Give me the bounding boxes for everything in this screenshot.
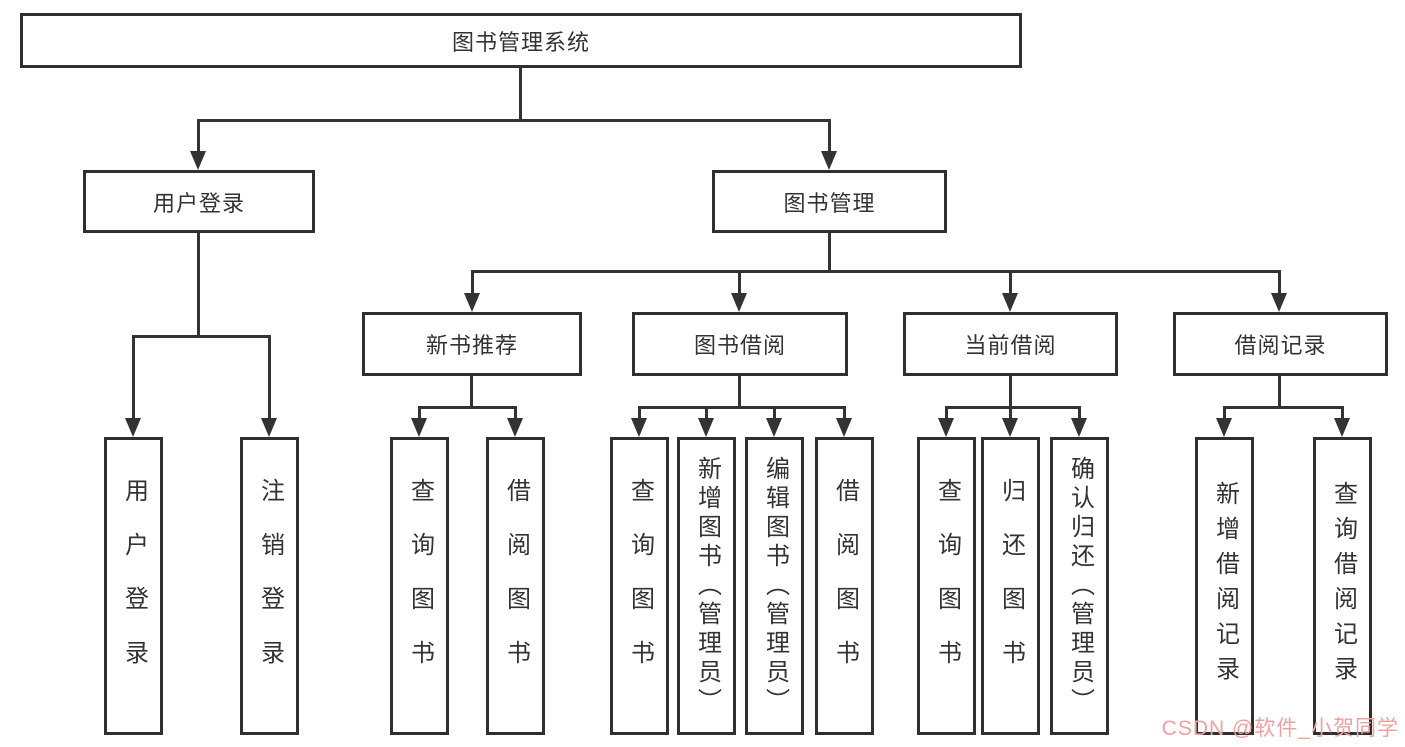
node-book-borrow-label: 图书借阅: [693, 333, 786, 358]
arrow-down-icon: [1002, 293, 1018, 312]
arrow-down-icon: [125, 418, 141, 437]
leaf-add-borrow-record-label: 新增借阅记录: [1211, 481, 1239, 691]
leaf-return-books: 归还图书: [981, 437, 1040, 735]
leaf-query-books-recommend-label: 查询图书: [406, 478, 434, 694]
arrow-down-icon: [1002, 418, 1018, 437]
leaf-borrow-books-recommend: 借阅图书: [486, 437, 545, 735]
connector-vline: [705, 406, 708, 419]
leaf-logout-label: 注销登录: [256, 478, 284, 694]
arrow-down-icon: [836, 418, 852, 437]
leaf-query-borrow-record-label: 查询借阅记录: [1329, 481, 1357, 691]
connector-vline: [773, 406, 776, 419]
node-root-label: 图书管理系统: [451, 29, 590, 55]
connector-vline: [738, 376, 741, 409]
connector-vline: [197, 119, 200, 152]
node-new-book-recommend-label: 新书推荐: [425, 333, 518, 358]
connector-vline: [1341, 406, 1344, 419]
leaf-user-login: 用户登录: [104, 437, 163, 735]
connector-vline: [945, 406, 948, 419]
connector-vline: [1078, 406, 1081, 419]
connector-vline: [638, 406, 641, 419]
leaf-query-books-borrow-label: 查询图书: [626, 478, 654, 694]
leaf-query-borrow-record: 查询借阅记录: [1313, 437, 1372, 735]
leaf-borrow-books: 借阅图书: [815, 437, 874, 735]
leaf-borrow-books-recommend-label: 借阅图书: [502, 478, 530, 694]
arrow-down-icon: [1071, 418, 1087, 437]
leaf-logout: 注销登录: [240, 437, 299, 735]
node-user-login: 用户登录: [83, 170, 315, 233]
node-book-borrow: 图书借阅: [632, 312, 848, 376]
connector-vline: [1009, 406, 1012, 419]
leaf-confirm-return-admin-label: 确认归还（管理员）: [1066, 455, 1094, 717]
connector-vline: [1278, 270, 1281, 294]
arrow-down-icon: [411, 418, 427, 437]
csdn-watermark: CSDN @软件_小贺同学: [1161, 717, 1399, 740]
connector-hline: [1223, 406, 1343, 409]
arrow-down-icon: [190, 151, 206, 170]
arrow-down-icon: [938, 418, 954, 437]
arrow-down-icon: [698, 418, 714, 437]
node-root: 图书管理系统: [20, 13, 1022, 68]
connector-vline: [1009, 376, 1012, 409]
arrow-down-icon: [631, 418, 647, 437]
arrow-down-icon: [821, 151, 837, 170]
node-borrow-records-label: 借阅记录: [1234, 333, 1327, 358]
connector-hline: [197, 119, 831, 122]
leaf-edit-books-admin-label: 编辑图书（管理员）: [761, 455, 789, 717]
connector-vline: [470, 376, 473, 409]
arrow-down-icon: [1334, 418, 1350, 437]
leaf-query-books-recommend: 查询图书: [390, 437, 449, 735]
arrow-down-icon: [766, 418, 782, 437]
leaf-add-borrow-record: 新增借阅记录: [1195, 437, 1254, 735]
arrow-down-icon: [1271, 293, 1287, 312]
node-current-borrow: 当前借阅: [903, 312, 1118, 376]
connector-hline: [471, 270, 1281, 273]
connector-vline: [1278, 376, 1281, 409]
connector-vline: [514, 406, 517, 419]
connector-hline: [945, 406, 1080, 409]
leaf-add-books-admin-label: 新增图书（管理员）: [693, 455, 721, 717]
leaf-user-login-label: 用户登录: [120, 478, 148, 694]
leaf-query-books-current: 查询图书: [917, 437, 976, 735]
leaf-borrow-books-label: 借阅图书: [831, 478, 859, 694]
node-book-management: 图书管理: [712, 170, 947, 233]
connector-hline: [638, 406, 846, 409]
arrow-down-icon: [1216, 418, 1232, 437]
leaf-add-books-admin: 新增图书（管理员）: [677, 437, 736, 735]
connector-vline: [471, 270, 474, 294]
arrow-down-icon: [507, 418, 523, 437]
connector-hline: [132, 335, 271, 338]
connector-vline: [418, 406, 421, 419]
leaf-return-books-label: 归还图书: [997, 478, 1025, 694]
node-new-book-recommend: 新书推荐: [362, 312, 582, 376]
node-current-borrow-label: 当前借阅: [964, 333, 1057, 358]
arrow-down-icon: [464, 293, 480, 312]
connector-vline: [197, 233, 200, 335]
connector-vline: [519, 68, 522, 119]
leaf-query-books-borrow: 查询图书: [610, 437, 669, 735]
connector-vline: [843, 406, 846, 419]
connector-vline: [1009, 270, 1012, 294]
leaf-query-books-current-label: 查询图书: [933, 478, 961, 694]
connector-vline: [828, 119, 831, 152]
connector-vline: [738, 270, 741, 294]
leaf-edit-books-admin: 编辑图书（管理员）: [745, 437, 804, 735]
connector-vline: [828, 233, 831, 273]
connector-hline: [418, 406, 517, 409]
leaf-confirm-return-admin: 确认归还（管理员）: [1050, 437, 1109, 735]
arrow-down-icon: [731, 293, 747, 312]
node-borrow-records: 借阅记录: [1173, 312, 1388, 376]
connector-vline: [132, 335, 135, 419]
arrow-down-icon: [261, 418, 277, 437]
connector-vline: [268, 335, 271, 419]
node-user-login-label: 用户登录: [152, 190, 245, 216]
connector-vline: [1223, 406, 1226, 419]
node-book-management-label: 图书管理: [783, 190, 876, 216]
